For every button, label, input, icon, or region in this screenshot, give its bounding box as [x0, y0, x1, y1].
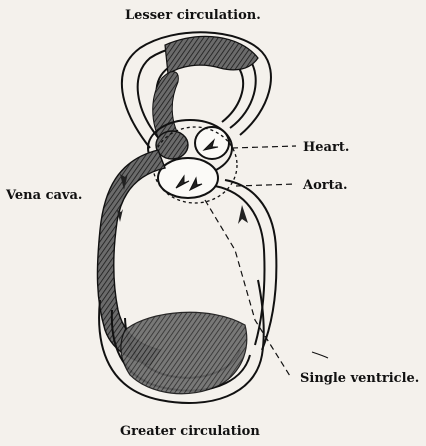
leader-tick — [312, 352, 328, 358]
greater-circulation-label: Greater circulation — [120, 424, 260, 439]
heart-leader — [232, 146, 296, 148]
single-ventricle-label: Single ventricle. — [300, 371, 419, 386]
vena-cava-label: Vena cava. — [6, 188, 82, 203]
heart-ventricle — [158, 158, 218, 198]
heart-atrium — [156, 131, 188, 159]
pulmonary-capillary-bed — [165, 36, 258, 74]
aorta-leader — [236, 184, 296, 186]
lesser-circulation-label: Lesser circulation. — [125, 8, 261, 23]
heart-label: Heart. — [303, 140, 349, 155]
aorta-arrow — [238, 205, 248, 224]
aorta-label: Aorta. — [303, 178, 348, 193]
